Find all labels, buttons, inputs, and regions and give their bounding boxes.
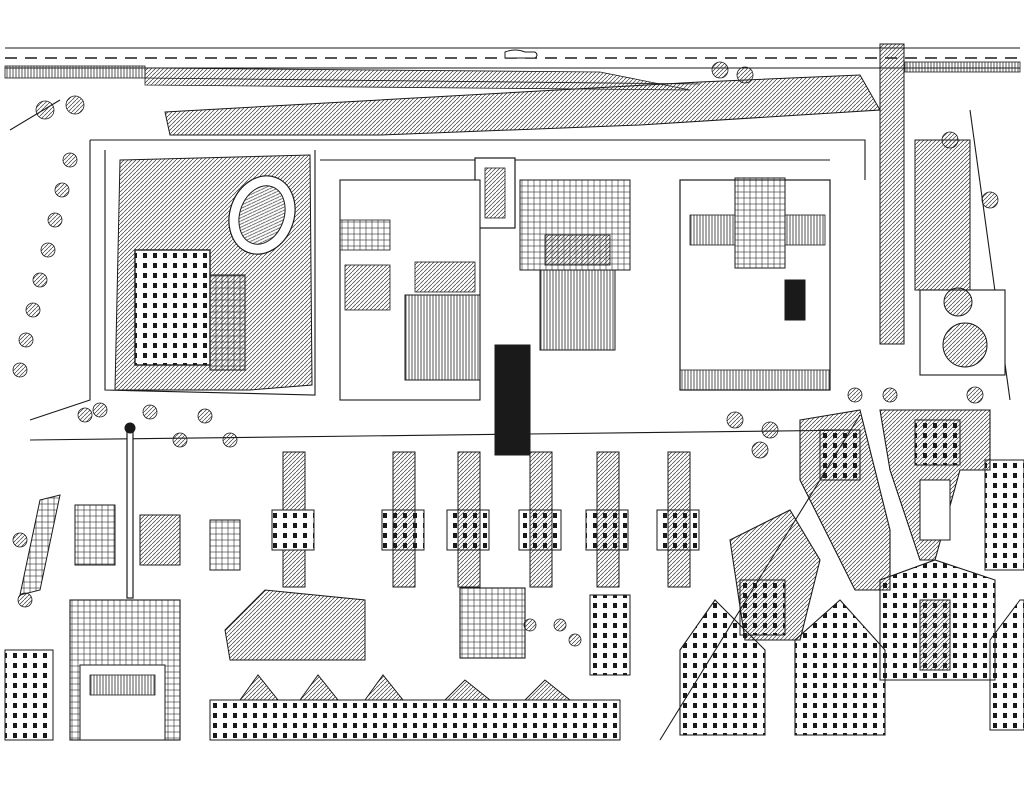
tree-belt <box>164 74 881 136</box>
apartment-row <box>271 451 700 588</box>
left-strip-buildings <box>19 494 241 596</box>
housing-blocks-right <box>679 409 1024 736</box>
right-park <box>914 139 1006 376</box>
gabled-houses <box>209 674 621 741</box>
tree-row-left <box>12 152 78 378</box>
trees <box>12 61 999 647</box>
apartment-block <box>271 451 315 588</box>
lower-buildings <box>4 587 631 741</box>
apartment-block <box>585 451 629 588</box>
apartment-block <box>518 451 562 588</box>
apartment-block <box>381 451 425 588</box>
apartment-block <box>446 451 490 588</box>
tower-building <box>134 249 246 371</box>
factory-complex <box>339 157 631 456</box>
industrial-building <box>679 177 831 391</box>
apartment-block <box>656 451 700 588</box>
smokestack <box>124 422 136 599</box>
